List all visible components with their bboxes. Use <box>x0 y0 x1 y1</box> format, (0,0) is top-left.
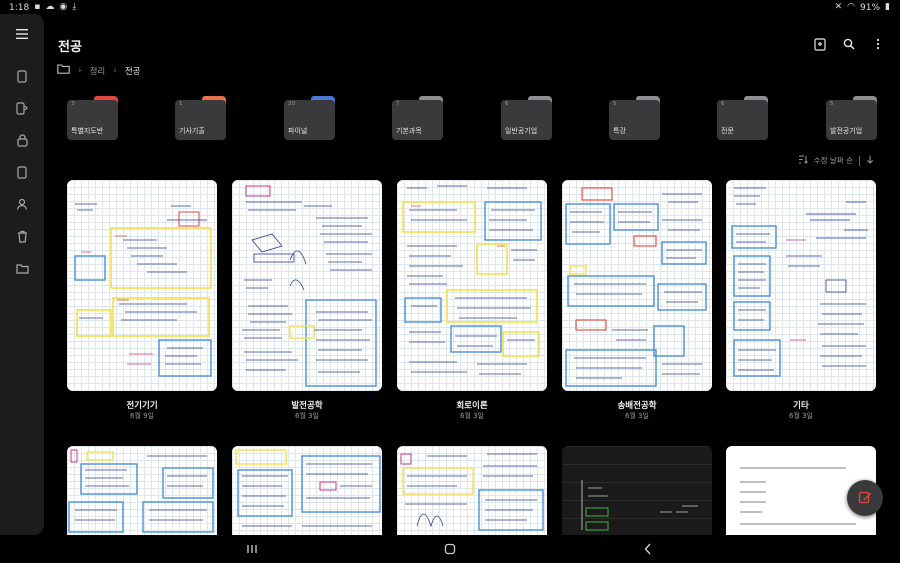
back-icon[interactable] <box>640 541 656 557</box>
lock-icon[interactable] <box>12 130 32 150</box>
app-icon: ◉ <box>59 2 68 12</box>
message-icon: ▪ <box>34 2 41 12</box>
folder-name: 특강 <box>613 127 626 135</box>
note-title: 전기기기 <box>126 401 158 411</box>
recent-apps-icon[interactable] <box>244 541 260 557</box>
note-thumbnail <box>581 480 698 531</box>
note-card[interactable] <box>67 180 217 391</box>
download-icon: ⤓ <box>72 2 77 12</box>
battery-icon: ▮ <box>885 2 890 12</box>
note-date: 6월 9일 <box>129 412 154 420</box>
home-icon[interactable] <box>442 541 458 557</box>
note-card[interactable] <box>562 180 712 391</box>
all-notes-icon[interactable] <box>12 66 32 86</box>
folder-item[interactable]: 6 전문 <box>717 96 768 140</box>
note-title: 발전공학 <box>291 401 323 411</box>
page-title: 전공 <box>58 40 82 55</box>
folder-name: 전문 <box>721 127 734 135</box>
note-title: 기타 <box>793 401 809 411</box>
folder-item[interactable]: 5 특강 <box>609 96 660 140</box>
new-note-fab[interactable] <box>847 480 883 516</box>
note-card[interactable] <box>232 180 382 391</box>
folder-name: 일반공기업 <box>505 127 538 135</box>
breadcrumb: › 정리 › 전공 <box>57 64 141 77</box>
note-thumbnail <box>242 185 377 387</box>
sort-direction-icon[interactable] <box>866 155 874 166</box>
person-icon[interactable] <box>12 194 32 214</box>
folder-item[interactable]: 3 특별지도반 <box>67 96 118 140</box>
edit-note-icon <box>858 489 872 508</box>
folder-count: 20 <box>288 101 295 107</box>
folder-count: 6 <box>721 101 725 107</box>
note-thumbnail <box>400 453 544 531</box>
folder-count: 3 <box>71 101 75 107</box>
sidebar <box>0 14 44 535</box>
note-thumbnail <box>731 187 868 377</box>
note-card[interactable] <box>67 446 217 535</box>
chevron-right-icon: › <box>113 65 117 76</box>
note-date: 6월 3일 <box>294 412 319 420</box>
compose-icon[interactable] <box>812 36 828 52</box>
folder-count: 5 <box>613 101 617 107</box>
more-vert-icon[interactable] <box>870 36 886 52</box>
note-thumbnail <box>565 187 707 387</box>
cloud-icon: ☁ <box>45 2 55 12</box>
shared-notes-icon[interactable] <box>12 98 32 118</box>
note-card[interactable] <box>726 180 876 391</box>
mute-icon: ✕ <box>834 2 843 12</box>
chevron-right-icon: › <box>78 65 82 76</box>
sort-label: 수정 날짜 순 <box>813 156 853 165</box>
folder-item[interactable]: 1 기사기출 <box>175 96 226 140</box>
note-title: 송배전공학 <box>617 401 657 411</box>
status-bar: 1:18 ▪ ☁ ◉ ⤓ ✕ ◠ 91% ▮ <box>0 0 900 16</box>
folder-count: 5 <box>830 101 834 107</box>
note-card[interactable] <box>397 446 547 535</box>
folder-name: 파이널 <box>288 127 308 135</box>
note-thumbnail <box>740 467 856 525</box>
sort-icon <box>798 155 808 166</box>
folder-count: 7 <box>396 101 400 107</box>
note-thumbnail <box>235 449 381 527</box>
note-date: 6월 3일 <box>788 412 813 420</box>
folder-name: 발전공기업 <box>830 127 863 135</box>
trash-icon[interactable] <box>12 226 32 246</box>
note-thumbnail <box>68 449 214 533</box>
folder-item[interactable]: 20 파이널 <box>284 96 335 140</box>
folder-count: 6 <box>505 101 509 107</box>
note-thumbnail <box>402 185 542 375</box>
folder-item[interactable]: 6 일반공기업 <box>501 96 552 140</box>
note-date: 6월 3일 <box>624 412 649 420</box>
note-thumbnail <box>74 203 212 377</box>
status-time: 1:18 <box>9 2 30 13</box>
sort-control[interactable]: 수정 날짜 순 <box>798 155 874 166</box>
folder-count: 1 <box>179 101 183 107</box>
search-icon[interactable] <box>841 36 857 52</box>
breadcrumb-parent[interactable]: 정리 <box>89 66 106 77</box>
hamburger-icon[interactable] <box>12 24 32 44</box>
bookmark-icon[interactable] <box>12 162 32 182</box>
wifi-icon: ◠ <box>847 2 856 12</box>
note-card[interactable] <box>232 446 382 535</box>
folder-name: 기사기출 <box>179 127 205 135</box>
folder-name: 특별지도반 <box>71 127 104 135</box>
folder-item[interactable]: 5 발전공기업 <box>826 96 877 140</box>
system-nav-bar <box>0 535 900 563</box>
note-card[interactable] <box>397 180 547 391</box>
folder-item[interactable]: 7 기본과목 <box>392 96 443 140</box>
note-card[interactable] <box>562 446 712 535</box>
folder-grid: 3 특별지도반 1 기사기출 20 파이널 7 기본과목 6 일반공기업 5 특… <box>67 96 879 141</box>
battery-percent: 91% <box>860 2 881 13</box>
breadcrumb-current: 전공 <box>124 66 141 77</box>
folder-icon[interactable] <box>12 258 32 278</box>
folder-name: 기본과목 <box>396 127 422 135</box>
note-date: 6월 3일 <box>459 412 484 420</box>
note-title: 회로이론 <box>456 401 488 411</box>
root-folder-icon[interactable] <box>57 64 70 77</box>
header-actions <box>812 36 886 52</box>
